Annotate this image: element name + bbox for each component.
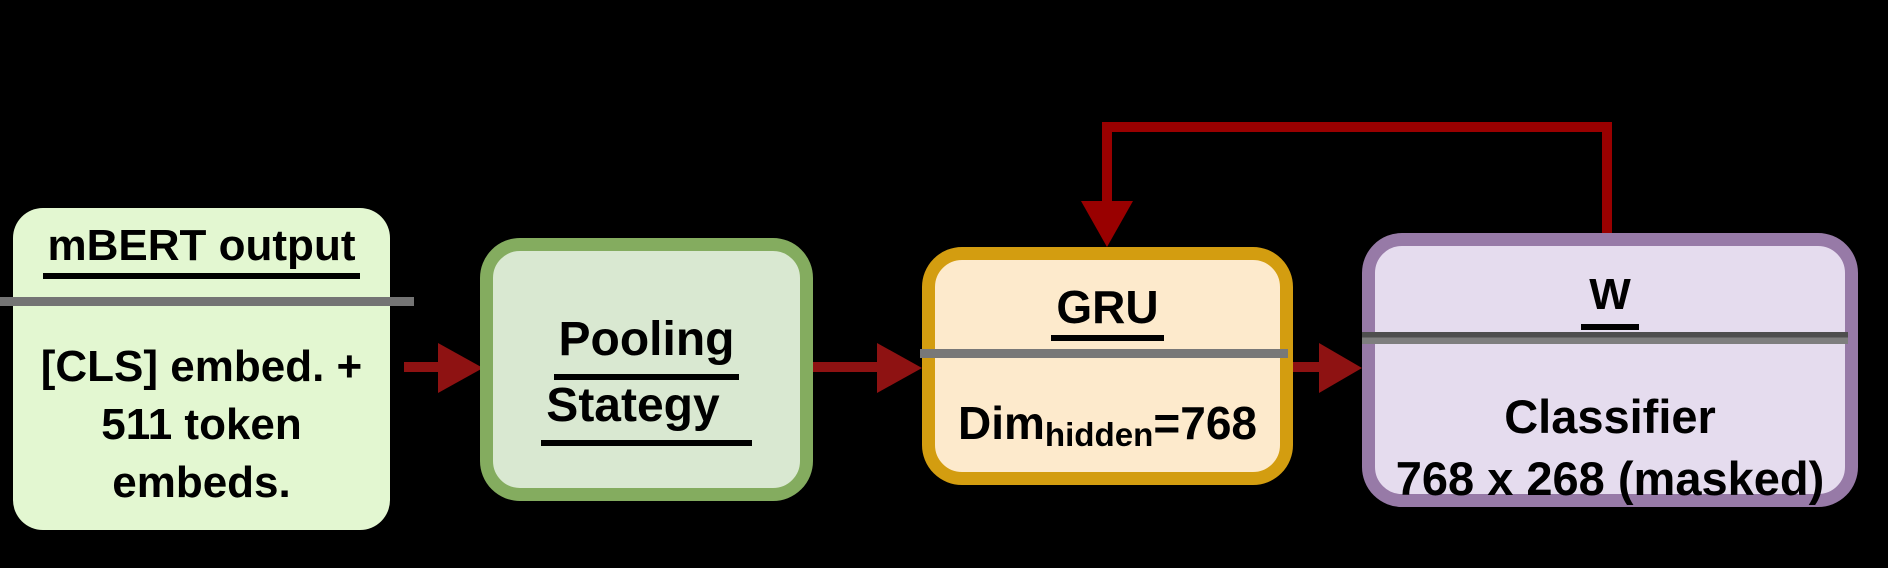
gru-box: GRU Dimhidden=768 bbox=[922, 247, 1293, 485]
classifier-section-divider bbox=[1362, 332, 1848, 344]
mbert-body-line-3: embeds. bbox=[112, 458, 291, 507]
gru-hidden-dim: Dimhidden=768 bbox=[935, 396, 1280, 456]
classifier-weights-box: W Classifier 768 x 268 (masked) bbox=[1362, 233, 1858, 507]
gru-dim-label: Dim bbox=[957, 397, 1045, 449]
gru-dim-value: =768 bbox=[1153, 397, 1258, 449]
arrow-pooling-to-gru-head bbox=[877, 343, 922, 393]
arrow-mbert-to-pooling-head bbox=[438, 343, 483, 393]
arrow-gru-to-w-shaft bbox=[1292, 362, 1320, 372]
mbert-section-divider bbox=[0, 297, 414, 306]
gru-title: GRU bbox=[935, 282, 1280, 341]
arrow-mbert-to-pooling-shaft bbox=[404, 362, 438, 372]
mbert-output-box: mBERT output [CLS] embed. + 511 token em… bbox=[13, 208, 390, 530]
pooling-strategy-title: Pooling Stategy bbox=[493, 309, 800, 446]
mbert-output-title-text: mBERT output bbox=[42, 222, 361, 279]
mbert-output-body: [CLS] embed. + 511 token embeds. bbox=[13, 338, 390, 512]
classifier-body-line-2: 768 x 268 (masked) bbox=[1395, 452, 1825, 505]
mbert-body-line-2: 511 token bbox=[101, 400, 302, 449]
classifier-body-line-1: Classifier bbox=[1504, 390, 1716, 443]
feedback-loop-line bbox=[1102, 122, 1612, 240]
arrow-gru-to-w-head bbox=[1319, 343, 1362, 393]
classifier-body: Classifier 768 x 268 (masked) bbox=[1375, 386, 1845, 510]
pooling-title-line-1: Pooling bbox=[493, 309, 800, 380]
pooling-strategy-box: Pooling Stategy bbox=[480, 238, 813, 501]
classifier-title: W bbox=[1375, 270, 1845, 330]
gru-dim-subscript: hidden bbox=[1044, 417, 1154, 455]
mbert-output-title: mBERT output bbox=[13, 222, 390, 279]
pooling-title-line-2: Stategy bbox=[493, 375, 800, 446]
feedback-loop-arrowhead bbox=[1081, 201, 1133, 247]
arrow-pooling-to-gru-shaft bbox=[806, 362, 878, 372]
gru-section-divider bbox=[920, 349, 1288, 358]
mbert-body-line-1: [CLS] embed. + bbox=[40, 342, 363, 391]
